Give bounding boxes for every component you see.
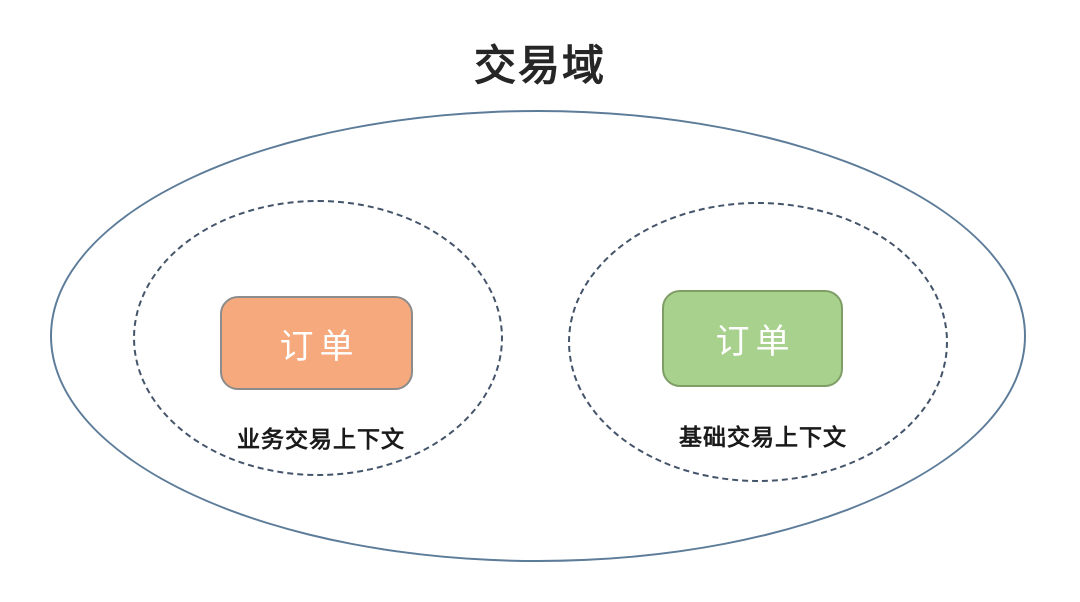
business-transaction-context-boundary <box>133 200 503 476</box>
order-entity-business-context: 订单 <box>220 296 413 390</box>
basic-transaction-context-label: 基础交易上下文 <box>679 424 847 450</box>
order-entity-label: 订单 <box>279 327 360 366</box>
basic-transaction-context-boundary <box>568 202 948 482</box>
business-transaction-context-label: 业务交易上下文 <box>237 426 405 452</box>
order-entity-label: 订单 <box>715 323 796 361</box>
order-entity-basic-context: 订单 <box>662 290 843 387</box>
transaction-domain-ellipse <box>50 110 1026 562</box>
diagram-title: 交易域 <box>473 42 606 89</box>
